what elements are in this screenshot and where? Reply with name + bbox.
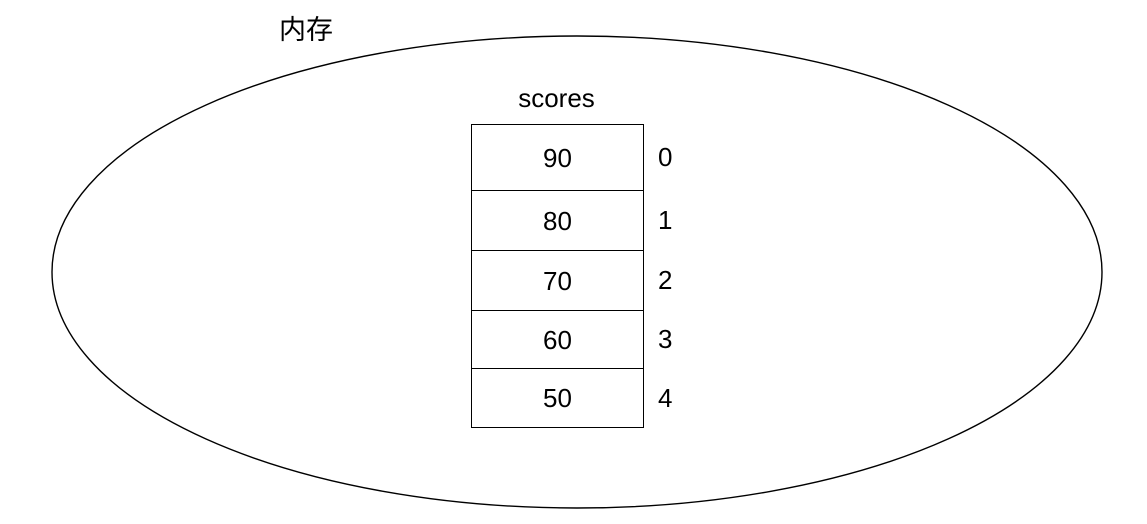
array-index-label: 0 [658,142,673,172]
array-cell: 60 [472,311,643,369]
array-cell: 70 [472,251,643,311]
array-cell-value: 50 [543,383,572,413]
array-index-label: 1 [658,205,673,235]
array-cell: 80 [472,191,643,251]
memory-region-label: 内存 [279,15,333,45]
array-cell: 50 [472,369,643,428]
array-name-label: scores [518,83,595,113]
array-cell-value: 60 [543,324,572,355]
array-table: 90 80 70 60 50 [471,124,644,428]
array-index-label: 3 [658,324,673,354]
array-cell-value: 80 [543,205,572,236]
array-index-column: 0 1 2 3 4 [658,124,698,427]
array-cell: 90 [472,125,643,191]
array-index-label: 4 [658,382,673,413]
array-cell-value: 90 [543,142,572,173]
array-cell-value: 70 [543,265,572,296]
array-index-label: 2 [658,265,673,295]
